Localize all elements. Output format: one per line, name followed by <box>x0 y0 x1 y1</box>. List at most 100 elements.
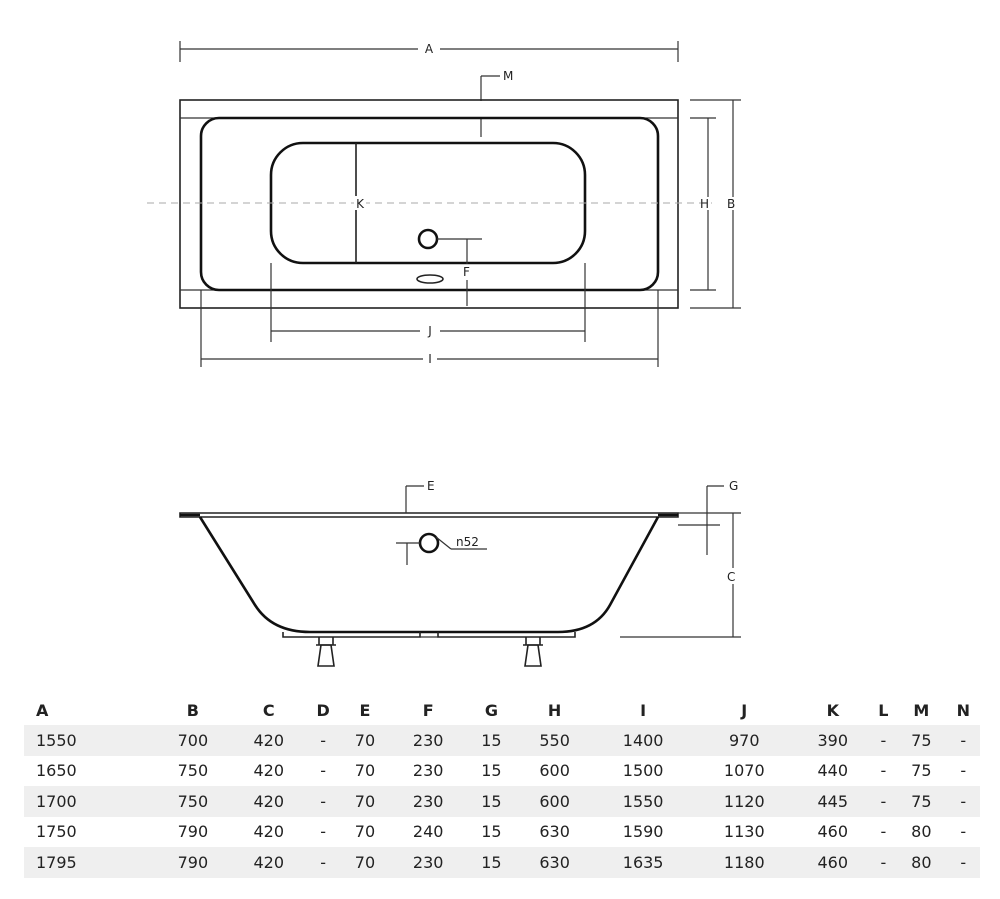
table-row: 1795 790 420 - 70 230 15 630 1635 1180 4… <box>24 847 980 878</box>
table-cell: 1795 <box>24 847 155 878</box>
foot-right <box>523 637 543 667</box>
side-rim <box>179 512 679 518</box>
overflow-detail: n52 <box>396 532 487 565</box>
foot-left <box>316 637 336 667</box>
overflow-icon <box>416 274 444 284</box>
table-cell: 15 <box>481 761 502 781</box>
table-cell: - <box>880 822 887 842</box>
label-k: K <box>356 197 365 211</box>
table-cell: - <box>320 822 327 842</box>
header-e: E <box>359 700 371 720</box>
table-cell: 550 <box>516 725 593 756</box>
table-cell: 790 <box>177 822 209 842</box>
dimension-j: J <box>270 263 586 342</box>
table-cell: - <box>960 761 967 781</box>
header-h: H <box>547 700 562 720</box>
table-cell: 600 <box>539 761 570 781</box>
table-cell: 630 <box>539 822 570 842</box>
dimension-m: M <box>480 69 513 137</box>
table-cell: 1500 <box>622 761 664 781</box>
label-i: I <box>428 352 432 366</box>
table-cell: 70 <box>339 847 391 878</box>
label-b: B <box>727 197 735 211</box>
label-m: M <box>503 69 513 83</box>
table-cell: 420 <box>253 761 285 781</box>
table-cell: 230 <box>390 786 467 817</box>
table-row: 1650 750 420 - 70 230 15 600 1500 1070 4… <box>24 756 980 787</box>
table-cell: - <box>870 725 897 756</box>
table-cell: - <box>306 725 340 756</box>
bathtub-technical-drawing: A M K F <box>147 41 741 667</box>
table-cell: 440 <box>817 761 849 781</box>
table-cell: 445 <box>794 786 871 817</box>
table-cell: 75 <box>896 786 947 817</box>
table-cell: 1400 <box>592 725 694 756</box>
table-cell: - <box>946 786 980 817</box>
label-a: A <box>425 42 434 56</box>
table-cell: 1590 <box>622 822 664 842</box>
header-g: G <box>484 700 498 720</box>
table-cell: - <box>870 847 897 878</box>
header-a: A <box>36 700 49 720</box>
table-cell: 1750 <box>36 822 77 842</box>
table-cell: 75 <box>896 725 947 756</box>
table-cell: 1130 <box>723 822 765 842</box>
label-e: E <box>427 479 435 493</box>
outer-rim <box>179 99 679 309</box>
dimensions-table: A B C D E F G H I J K L M N 1550 700 420… <box>24 695 980 878</box>
table-cell: 15 <box>466 786 517 817</box>
table-cell: 230 <box>390 725 467 756</box>
table-cell: 1700 <box>24 786 155 817</box>
header-j: J <box>741 700 748 720</box>
tub-side-profile <box>198 516 660 634</box>
dimension-g: G <box>678 479 738 555</box>
table-cell: 230 <box>412 761 444 781</box>
table-cell: 420 <box>253 822 285 842</box>
table-cell: - <box>960 822 967 842</box>
top-view: A M K F <box>147 41 741 367</box>
dimension-a: A <box>179 41 679 62</box>
header-b: B <box>186 700 199 720</box>
table-cell: 460 <box>794 847 871 878</box>
table-cell: 15 <box>466 847 517 878</box>
table-cell: 1070 <box>723 761 765 781</box>
table-cell: - <box>946 725 980 756</box>
label-drain: n52 <box>456 535 479 549</box>
label-f: F <box>463 265 470 279</box>
table-cell: 70 <box>339 725 391 756</box>
header-k: K <box>826 700 839 720</box>
table-cell: 80 <box>911 822 932 842</box>
table-cell: 1635 <box>592 847 694 878</box>
table-cell: 600 <box>516 786 593 817</box>
header-n: N <box>956 700 970 720</box>
header-i: I <box>640 700 647 720</box>
table-cell: 1120 <box>693 786 795 817</box>
label-c: C <box>727 570 735 584</box>
header-f: F <box>422 700 434 720</box>
table-cell: 750 <box>177 761 209 781</box>
header-c: C <box>262 700 275 720</box>
header-d: D <box>316 700 330 720</box>
table-cell: 700 <box>154 725 231 756</box>
drain-icon <box>417 228 439 250</box>
table-cell: 15 <box>466 725 517 756</box>
table-cell: 240 <box>412 822 444 842</box>
table-cell: 420 <box>230 786 307 817</box>
label-j: J <box>427 324 432 338</box>
table-row: 1700 750 420 - 70 230 15 600 1550 1120 4… <box>24 786 980 817</box>
table-cell: 750 <box>154 786 231 817</box>
dimension-e: E <box>405 479 435 513</box>
table-cell: 1550 <box>592 786 694 817</box>
table-cell: 460 <box>817 822 849 842</box>
dimension-i: I <box>200 290 659 367</box>
table-cell: 420 <box>230 725 307 756</box>
table-cell: - <box>320 761 327 781</box>
table-cell: 790 <box>154 847 231 878</box>
table-cell: 70 <box>354 761 376 781</box>
table-cell: 70 <box>354 822 376 842</box>
tub-inner-outline <box>199 116 660 292</box>
header-l: L <box>878 700 889 720</box>
side-view: E n52 G C <box>179 479 741 667</box>
table-cell: - <box>880 761 887 781</box>
label-g: G <box>729 479 738 493</box>
